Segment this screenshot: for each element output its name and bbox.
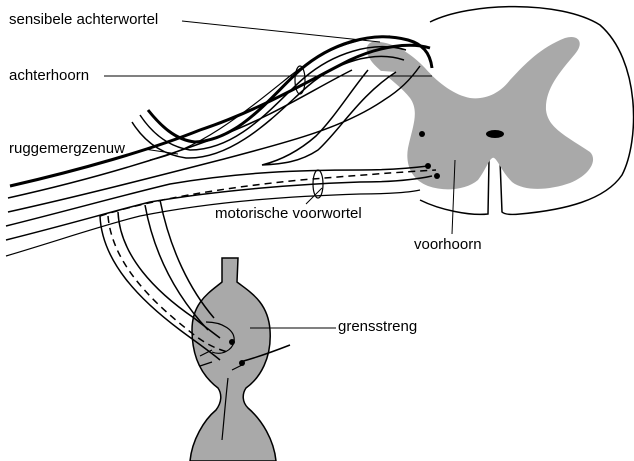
- label-ventral-horn: voorhoorn: [414, 236, 482, 254]
- sensory-root-ganglion: [262, 70, 396, 165]
- spinal-nerve-line-2: [8, 70, 352, 198]
- central-canal: [486, 130, 504, 138]
- ganglion: [190, 258, 276, 461]
- label-motor-root: motorische voorwortel: [215, 205, 362, 223]
- sensory-root-line-3: [132, 56, 404, 158]
- leader-sensory-root: [182, 21, 380, 42]
- ventral-horn-neuron-1: [425, 163, 431, 169]
- label-dorsal-horn: achterhoorn: [9, 67, 89, 85]
- dorsal-horn-neuron: [419, 131, 425, 137]
- spinal-nerve-line-6: [6, 190, 420, 256]
- ganglion-neuron-2: [239, 360, 245, 366]
- label-sensory-root: sensibele achterwortel: [9, 11, 158, 29]
- ganglion-neuron-1: [229, 339, 235, 345]
- ventral-horn-neuron-2: [434, 173, 440, 179]
- label-sympathetic-trunk: grensstreng: [338, 318, 417, 336]
- label-spinal-nerve: ruggemergzenuw: [9, 140, 125, 158]
